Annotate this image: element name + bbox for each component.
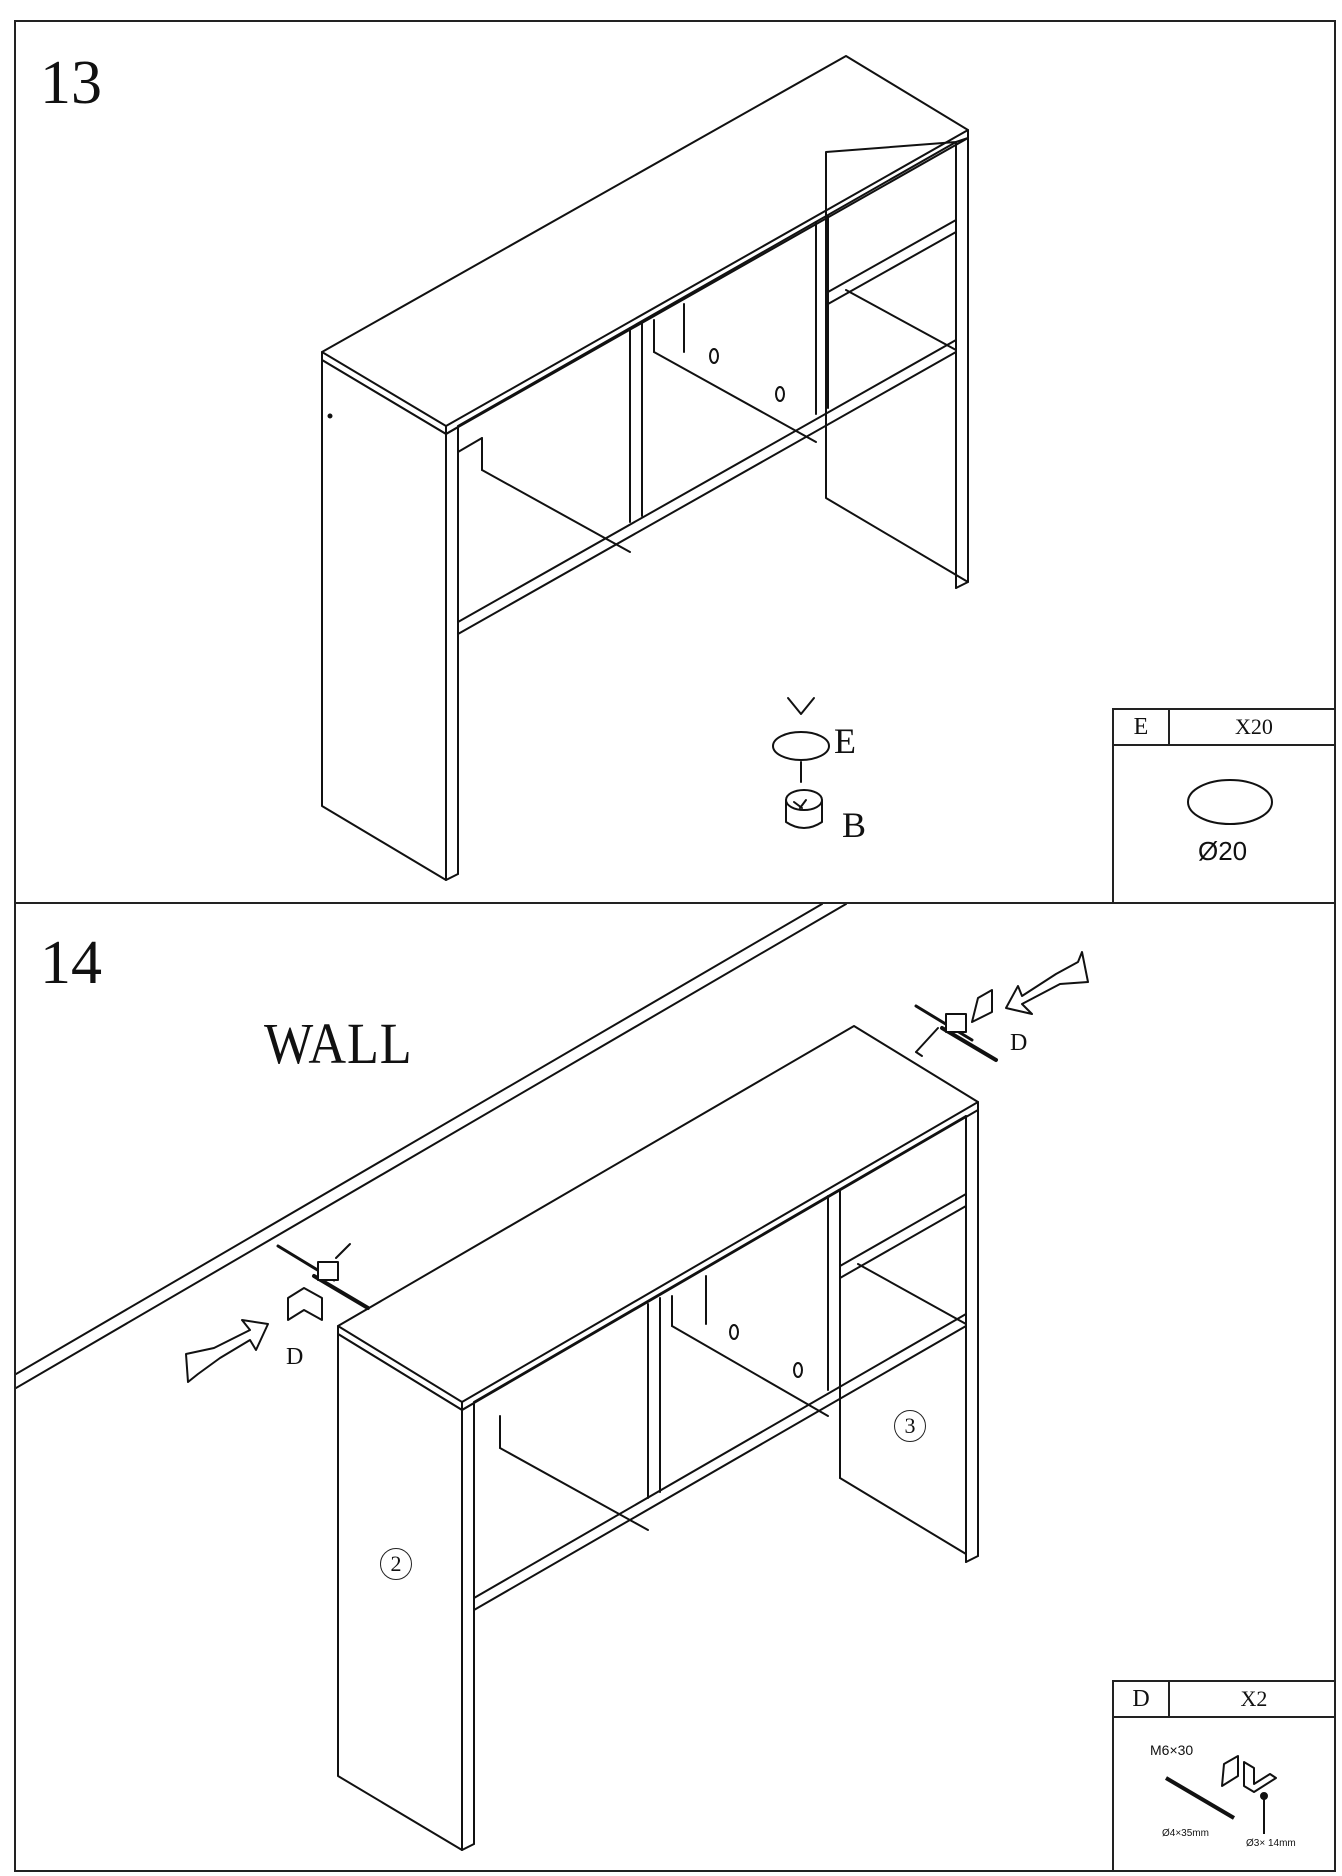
bracket-label-right: D <box>1010 1030 1028 1056</box>
parts-legend-d: D X2 M6×30 Ø4×35mm Ø3× 14mm <box>1112 1680 1334 1870</box>
cam-cap-hardware <box>772 697 830 829</box>
bracket-kit-icon <box>1164 1755 1277 1834</box>
interior <box>473 1109 979 1611</box>
top-board <box>321 55 969 435</box>
cap-size: Ø20 <box>1198 836 1248 866</box>
step-13-panel: 13 <box>14 20 1336 904</box>
panel-number-2: 2 <box>380 1548 412 1580</box>
legend-part-letter: D <box>1114 1682 1170 1716</box>
cam-label: B <box>842 805 867 845</box>
step-number: 14 <box>40 929 102 997</box>
legend-quantity: X20 <box>1235 714 1273 739</box>
top-board <box>337 1025 979 1411</box>
hutch-against-wall-drawing <box>16 904 1089 1851</box>
legend-part-letter: E <box>1114 710 1170 744</box>
wall-line <box>16 904 847 1389</box>
wall-label: WALL <box>264 1011 413 1076</box>
dowel-size: Ø4×35mm <box>1162 1828 1209 1839</box>
cap-icon <box>1187 779 1273 825</box>
bracket-label-left: D <box>286 1344 304 1370</box>
legend-quantity: X2 <box>1240 1686 1268 1711</box>
legend-header: E X20 <box>1114 710 1334 746</box>
cap-label: E <box>834 721 856 761</box>
right-bracket-hardware <box>914 989 998 1062</box>
parts-legend-e: E X20 Ø20 <box>1112 708 1334 902</box>
left-bracket-hardware <box>276 1243 370 1321</box>
interior <box>457 137 969 635</box>
step-14-panel: 14 WALL <box>14 902 1336 1872</box>
legend-header: D X2 <box>1114 1682 1334 1718</box>
left-side-panel <box>337 1333 475 1851</box>
panel-number-3: 3 <box>894 1410 926 1442</box>
hutch-drawing <box>321 55 969 881</box>
step-number: 13 <box>40 49 102 117</box>
screw-size: Ø3× 14mm <box>1246 1838 1296 1849</box>
left-side-panel <box>321 359 459 881</box>
arrow-icon <box>185 1319 269 1383</box>
arrow-icon <box>1005 951 1089 1015</box>
bolt-size: M6×30 <box>1150 1742 1194 1758</box>
